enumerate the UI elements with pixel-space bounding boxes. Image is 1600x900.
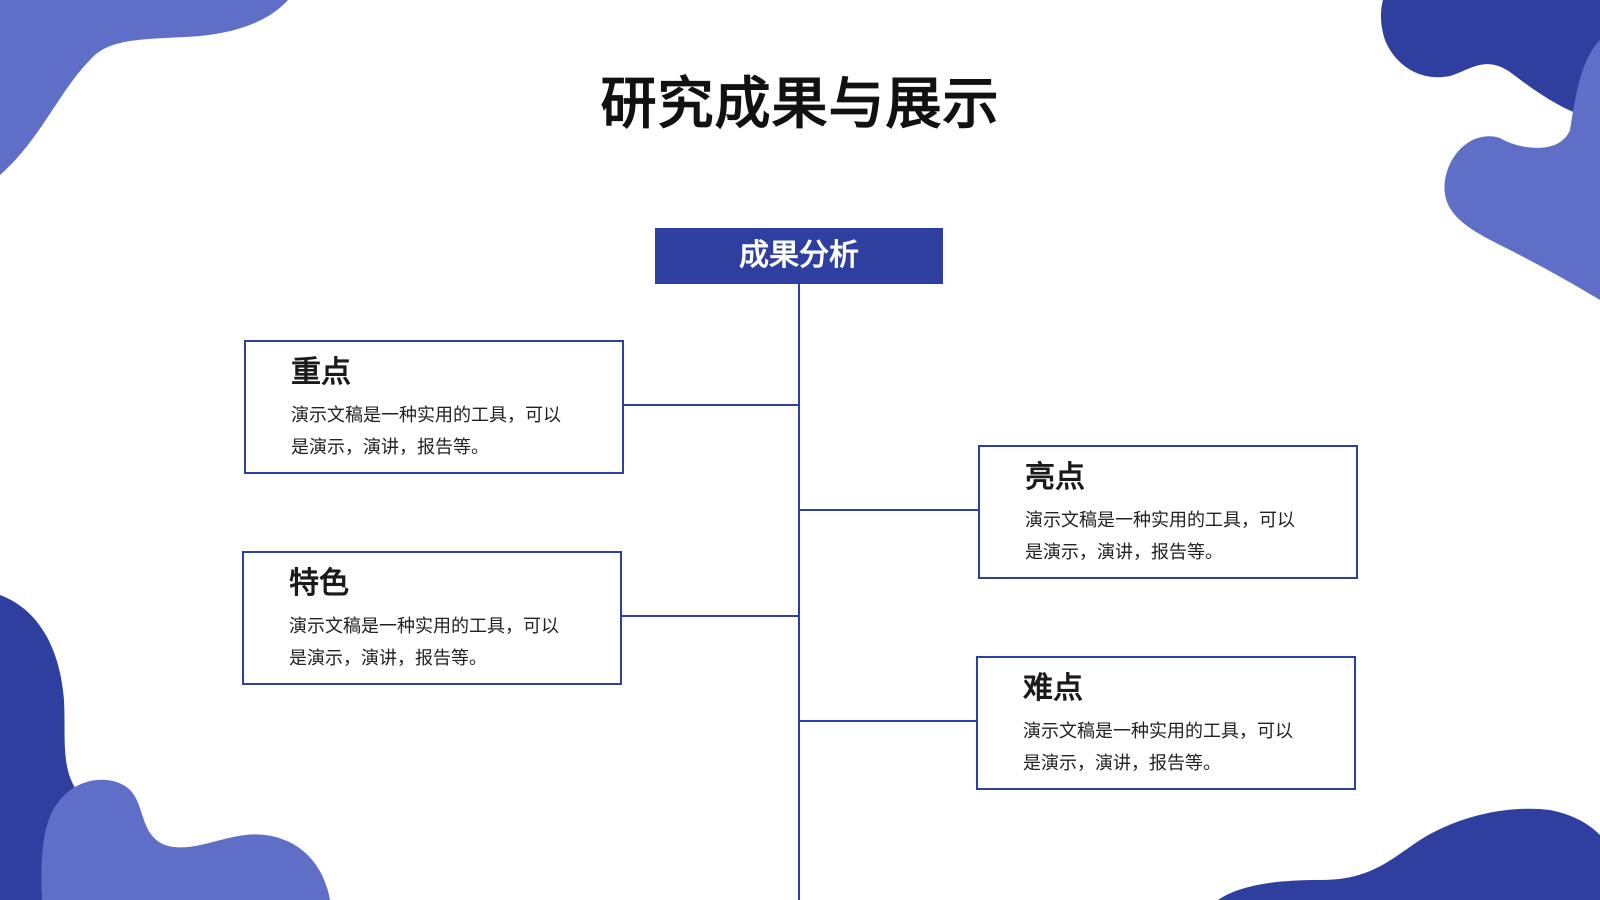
branch-title: 难点 <box>1023 671 1083 706</box>
branch-connector-left-2 <box>621 615 799 617</box>
branch-connector-left-1 <box>623 404 799 406</box>
page-title: 研究成果与展示 <box>600 72 1000 137</box>
branch-card-2: 特色 演示文稿是一种实用的工具，可以是演示，演讲，报告等。 <box>242 551 622 685</box>
branch-text: 演示文稿是一种实用的工具，可以是演示，演讲，报告等。 <box>289 616 559 669</box>
branch-card-3: 亮点 演示文稿是一种实用的工具，可以是演示，演讲，报告等。 <box>978 445 1358 579</box>
branch-title: 亮点 <box>1025 460 1085 495</box>
blob-bottom-left-light <box>41 779 331 900</box>
blob-bottom-right <box>1218 808 1600 900</box>
branch-card-4: 难点 演示文稿是一种实用的工具，可以是演示，演讲，报告等。 <box>976 656 1356 790</box>
hub-label: 成果分析 <box>655 228 943 284</box>
branch-connector-right-1 <box>799 509 978 511</box>
branch-text: 演示文稿是一种实用的工具，可以是演示，演讲，报告等。 <box>1025 510 1295 563</box>
branch-connector-right-2 <box>799 720 976 722</box>
blob-bottom-left-dark <box>0 595 110 900</box>
branch-title: 特色 <box>289 566 349 601</box>
branch-text: 演示文稿是一种实用的工具，可以是演示，演讲，报告等。 <box>291 405 561 458</box>
trunk-connector <box>798 284 800 900</box>
branch-title: 重点 <box>291 355 351 390</box>
branch-text: 演示文稿是一种实用的工具，可以是演示，演讲，报告等。 <box>1023 721 1293 774</box>
branch-card-1: 重点 演示文稿是一种实用的工具，可以是演示，演讲，报告等。 <box>244 340 624 474</box>
